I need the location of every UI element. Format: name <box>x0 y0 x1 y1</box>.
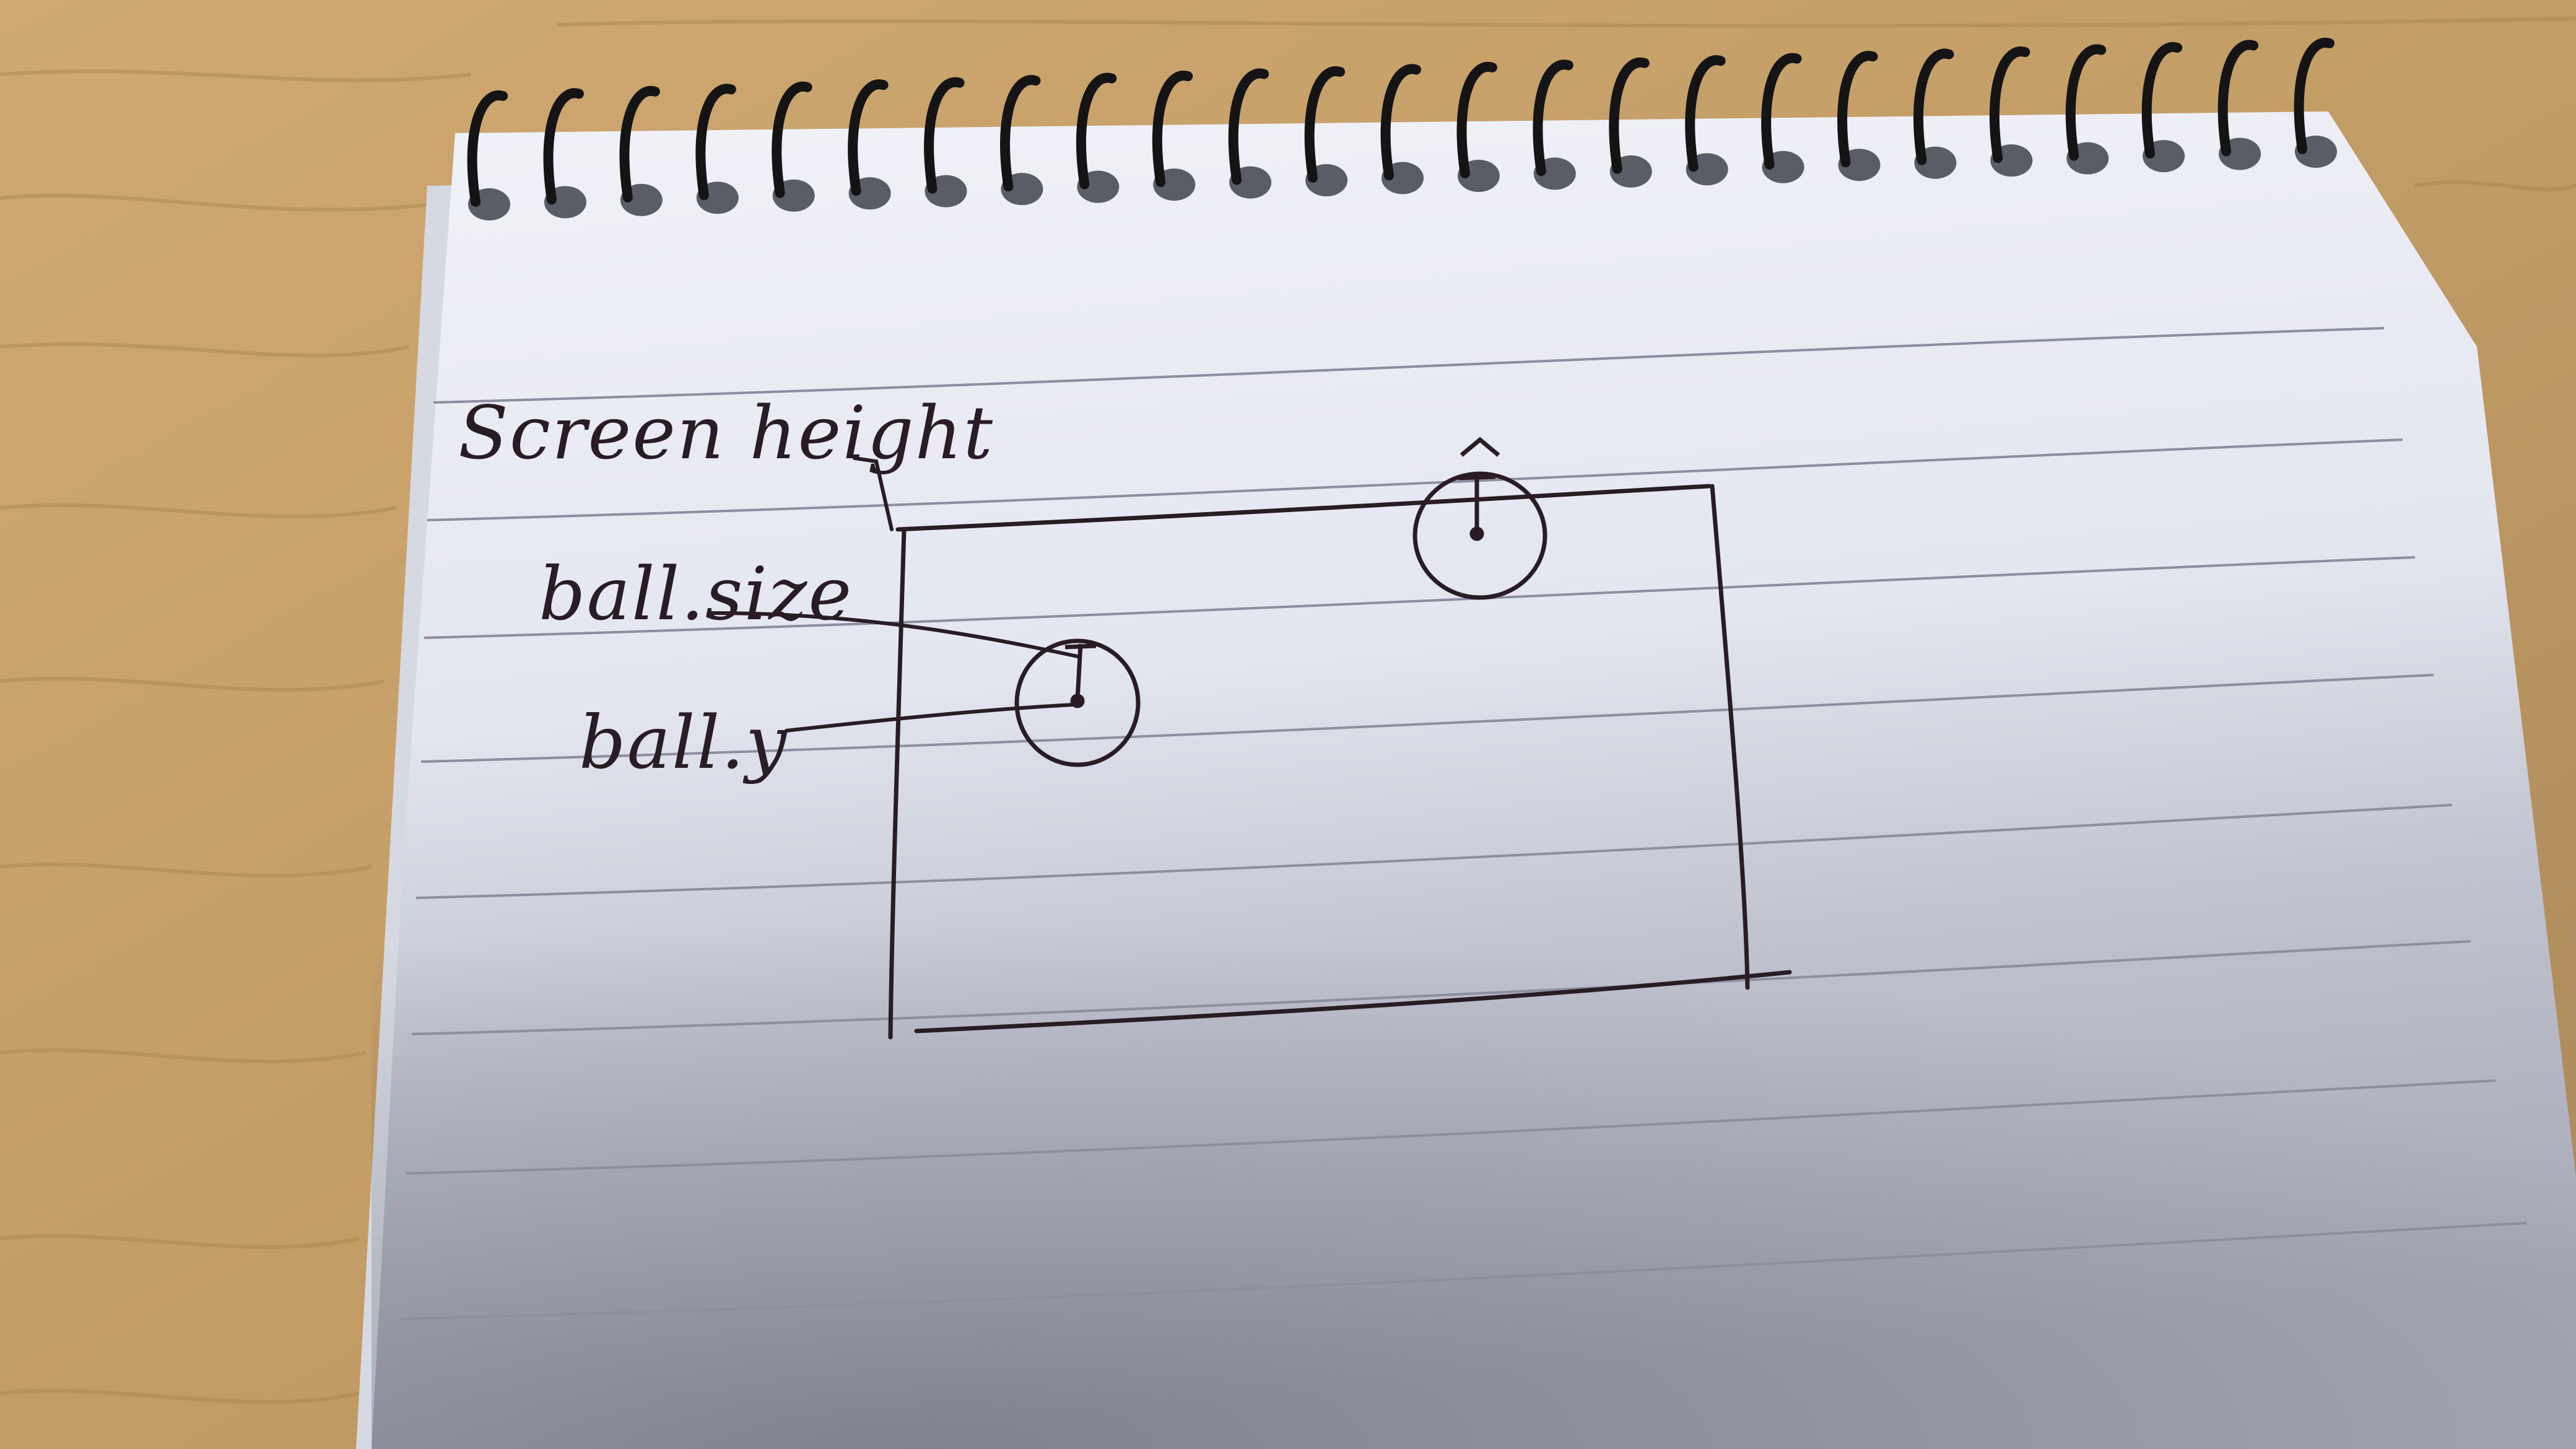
spiral-coil <box>467 90 508 207</box>
spiral-coil <box>2141 42 2183 159</box>
spiral-coil <box>1456 61 1497 178</box>
spiral-coil <box>772 81 812 198</box>
spiral-coil <box>1000 75 1041 192</box>
page-shadow <box>372 867 2576 1449</box>
spiral-coil <box>848 79 889 196</box>
spiral-coil <box>695 84 736 201</box>
spiral-coil <box>2065 44 2107 161</box>
spiral-coil <box>1533 59 1573 176</box>
wood-grain <box>0 17 2576 1404</box>
spiral-coil <box>1152 71 1193 188</box>
spiral-coil <box>1076 72 1117 189</box>
spiral-coil <box>2294 37 2334 154</box>
leader-lines <box>710 456 1079 733</box>
ball-top <box>1412 437 1547 600</box>
spiral-coil <box>1989 46 2030 163</box>
spiral-coil <box>619 85 660 202</box>
spiral-coil <box>1761 53 1802 170</box>
spiral-coil <box>924 77 965 194</box>
ruled-lines <box>399 327 2527 1320</box>
spiral-coil <box>543 88 584 205</box>
spiral-coil <box>1380 64 1421 181</box>
spiral-coil <box>1609 57 1650 174</box>
spiral-binding <box>467 37 2337 220</box>
spiral-coil <box>2217 40 2259 157</box>
spiral-coil <box>1228 68 1269 185</box>
label-ball-size: ball.size <box>539 551 853 637</box>
spiral-coil <box>1685 55 1726 172</box>
label-screen-height: Screen height <box>458 390 994 476</box>
spiral-coil <box>1913 48 1954 165</box>
screen-rectangle <box>888 484 1792 1040</box>
spiral-coil <box>1837 51 1878 168</box>
spiral-coil <box>1304 66 1346 183</box>
label-ball-y: ball.y <box>579 700 788 785</box>
